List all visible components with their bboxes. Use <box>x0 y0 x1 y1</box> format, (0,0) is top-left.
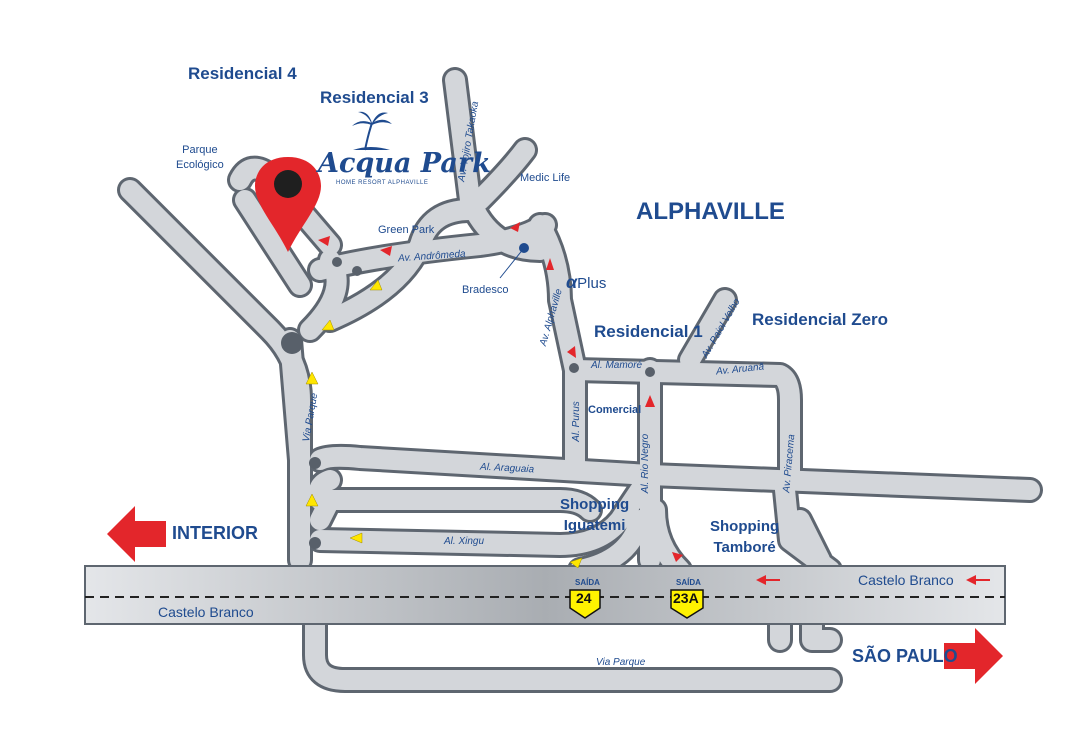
exit-23a-shield <box>670 589 704 619</box>
road-network-fill <box>120 70 1040 690</box>
label-parque-ecologico: Parque Ecológico <box>176 144 224 171</box>
label-interior: INTERIOR <box>172 523 259 543</box>
exit-shields <box>569 589 704 619</box>
exit-24-number: 24 <box>576 590 592 606</box>
label-bradesco: Bradesco <box>462 284 509 296</box>
label-residencial-1: Residencial 1 <box>594 322 703 341</box>
bradesco-leader <box>499 247 525 279</box>
interior-arrow-icon <box>107 506 166 562</box>
roundabout-markers <box>281 257 655 549</box>
label-shopping-iguatemi: Shopping Iguatemi <box>560 496 630 534</box>
exit-23a-number: 23A <box>673 590 699 606</box>
label-residencial-zero: Residencial Zero <box>752 310 889 329</box>
label-residencial-3: Residencial 3 <box>320 88 429 107</box>
label-residencial-4: Residencial 4 <box>188 64 297 83</box>
palm-tree-icon <box>352 111 392 151</box>
alpha-symbol-icon: α <box>566 272 578 292</box>
label-medic-life: Medic Life <box>520 172 571 184</box>
street-al-rio-negro: Al. Rio Negro <box>640 433 652 494</box>
exit-24-caption: SAÍDA <box>575 578 600 587</box>
street-al-xingu: Al. Xingu <box>444 536 485 547</box>
street-castelo-branco-left: Castelo Branco <box>158 604 254 620</box>
acqua-park-subtitle: HOME RESORT ALPHAVILLE <box>336 180 429 186</box>
alpha-plus-text: Plus <box>577 275 607 292</box>
street-al-mamore: Al. Mamoré <box>591 360 643 371</box>
location-pin-icon <box>255 157 321 252</box>
sao-paulo-arrow-icon <box>944 628 1003 684</box>
exit-24-shield <box>569 589 601 619</box>
street-al-purus: Al. Purus <box>570 401 582 442</box>
label-sao-paulo: SÃO PAULO <box>852 646 958 666</box>
red-direction-arrows <box>318 222 976 585</box>
label-alpha-plus: αPlus <box>566 272 606 293</box>
street-castelo-branco-right: Castelo Branco <box>858 572 954 588</box>
street-via-parque-bottom: Via Parque <box>596 657 646 668</box>
label-green-park: Green Park <box>378 224 435 236</box>
castelo-branco-highway <box>84 565 1006 625</box>
acqua-park-logo: Acqua Park <box>318 148 491 179</box>
yellow-direction-arrows <box>305 279 583 569</box>
label-comercial: Comercial <box>588 404 642 416</box>
label-alphaville: ALPHAVILLE <box>636 198 785 225</box>
label-shopping-tambore: Shopping Tamboré <box>710 518 780 556</box>
exit-23a-caption: SAÍDA <box>676 578 701 587</box>
